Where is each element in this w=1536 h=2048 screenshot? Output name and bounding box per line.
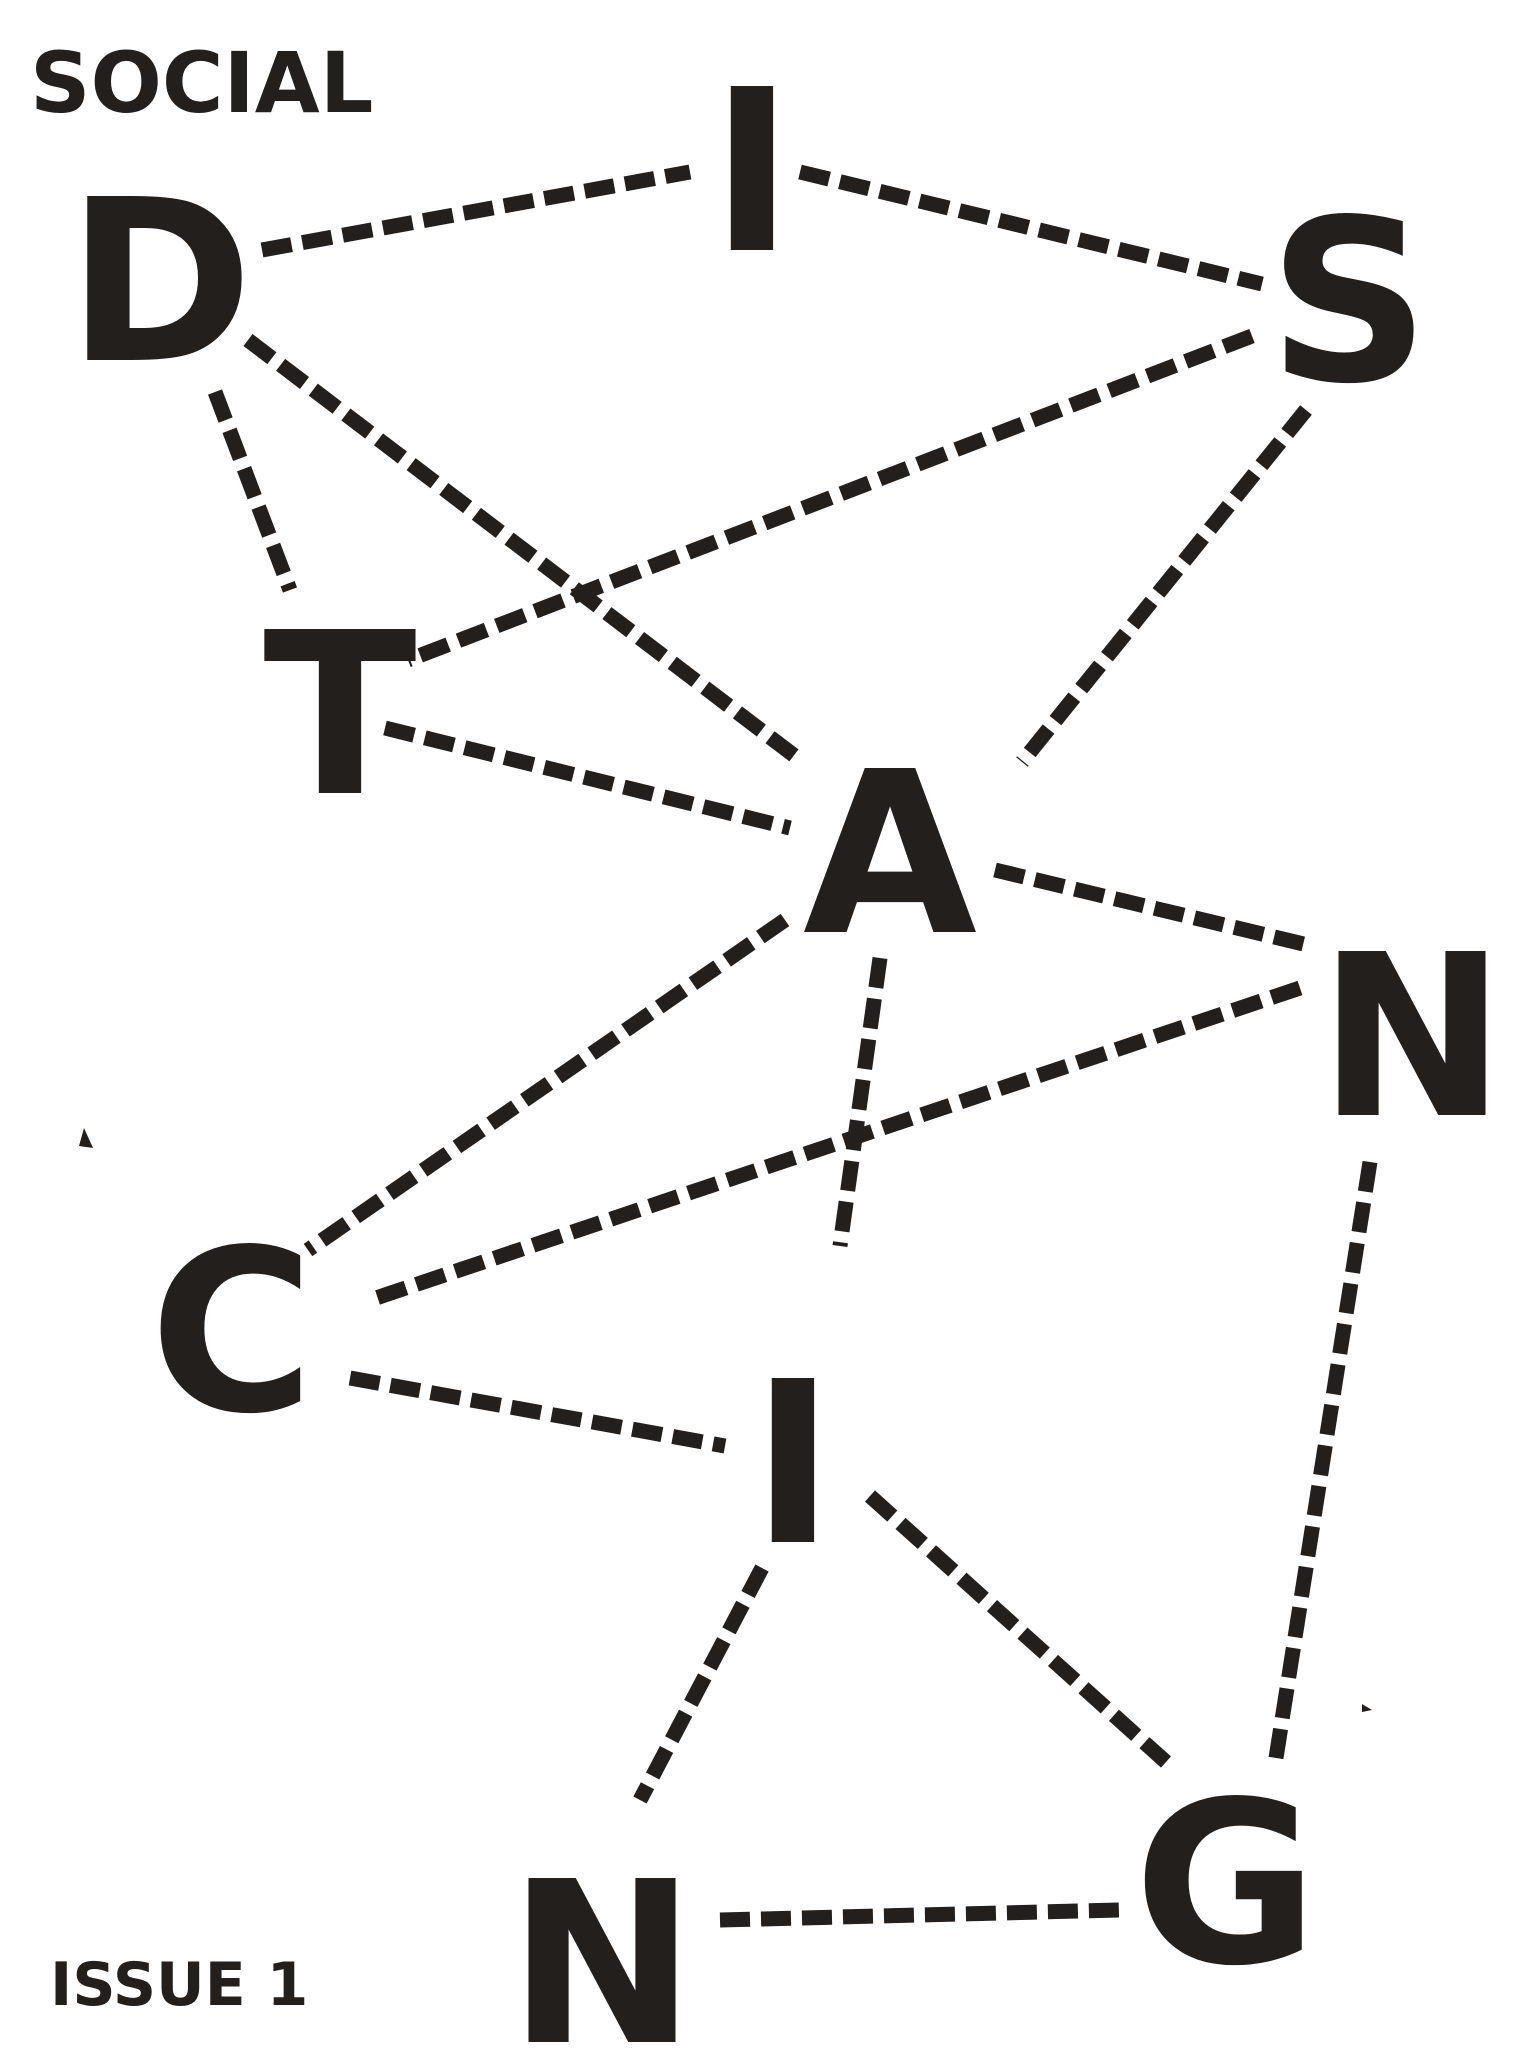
line-a-n1 (993, 862, 1314, 954)
distancing-letters: D I S T A N C I N G (67, 42, 1507, 2048)
stray-mark (79, 1128, 93, 1148)
line-s-a (1016, 405, 1312, 767)
letter-n1: N (1318, 907, 1506, 1169)
header-social: SOCIAL (30, 34, 373, 132)
connection-lines (207, 164, 1378, 1928)
letter-i1: I (710, 42, 794, 304)
letter-s: S (1268, 172, 1430, 434)
letter-d: D (67, 152, 254, 414)
letter-i2: I (751, 1334, 835, 1596)
line-d-a (243, 334, 805, 766)
line-i2-g (864, 1490, 1172, 1768)
line-t-a (383, 720, 792, 836)
letter-n2: N (508, 1834, 696, 2048)
line-n2-g (719, 1902, 1121, 1928)
letter-a: A (803, 724, 977, 986)
letter-t: T (263, 585, 416, 847)
line-d-i1 (260, 164, 692, 258)
line-a-c (303, 913, 790, 1257)
footer-issue: ISSUE 1 (50, 1950, 308, 2020)
letter-c: C (149, 1202, 314, 1464)
line-c-i2 (348, 1370, 727, 1454)
line-i1-s (798, 164, 1264, 292)
line-s-t (405, 328, 1255, 668)
line-a-i2 (832, 956, 888, 1248)
line-d-t (207, 389, 298, 593)
letter-g: G (1134, 1754, 1319, 2016)
line-n1-c (367, 980, 1303, 1308)
line-i2-n2 (633, 1564, 769, 1804)
line-n1-g (1268, 1160, 1378, 1760)
stray-mark (1362, 1704, 1372, 1712)
